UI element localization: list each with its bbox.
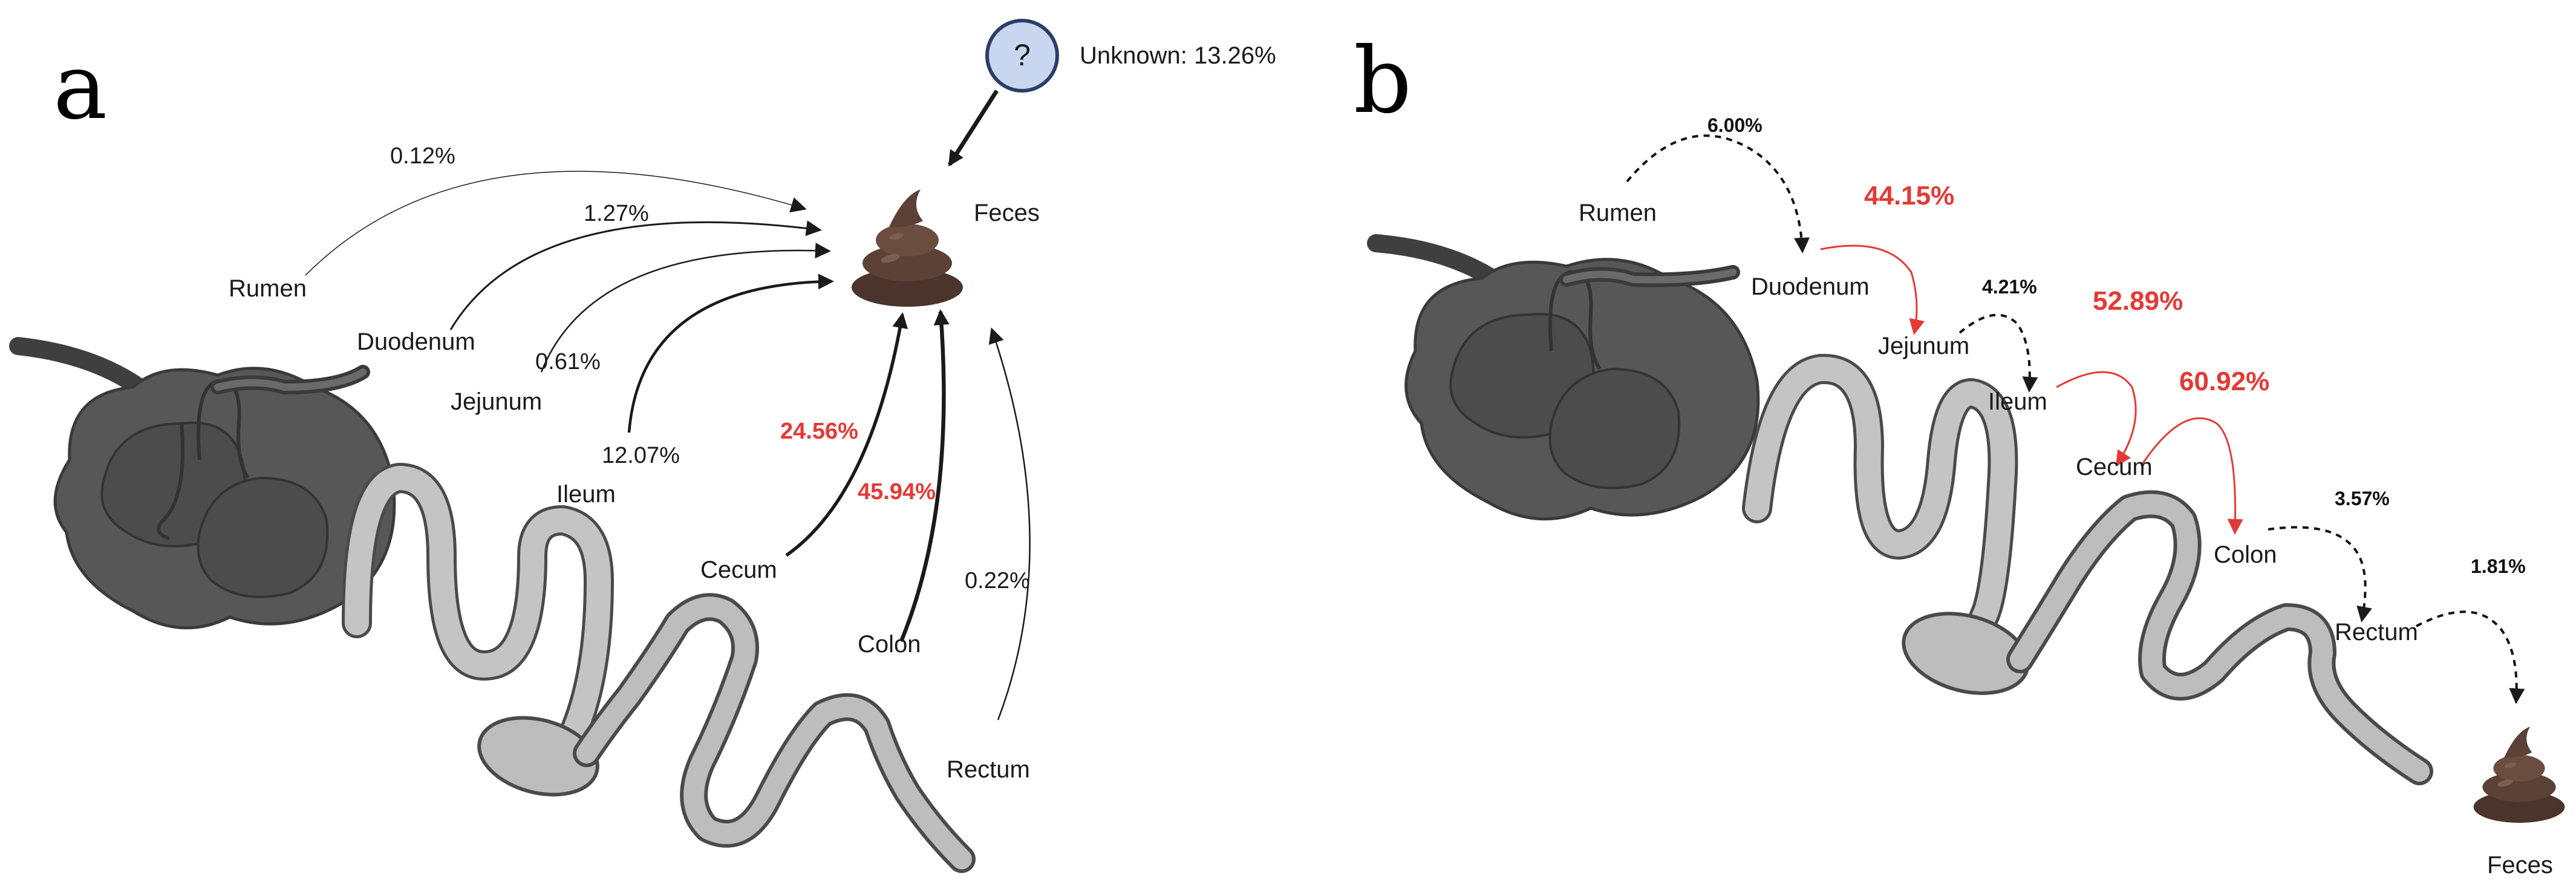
arrow-rectum-feces xyxy=(2416,610,2525,704)
label-rumen-a: Rumen xyxy=(229,275,307,302)
intestine-icon-b xyxy=(1742,353,2433,785)
label-colon-a: Colon xyxy=(858,631,921,658)
label-jejunum-a: Jejunum xyxy=(451,388,542,415)
label-rectum-a: Rectum xyxy=(947,756,1030,783)
pct-duodenum-jejunum: 44.15% xyxy=(1864,181,1954,211)
pct-duodenum-a: 1.27% xyxy=(584,201,649,226)
label-feces-a: Feces xyxy=(974,200,1040,226)
label-jejunum-b: Jejunum xyxy=(1878,333,1969,359)
panel-a: a Feces ? Unk xyxy=(9,19,1276,873)
arrow-rectum-feces xyxy=(988,327,1031,721)
arrow-duodenum-feces xyxy=(449,220,822,330)
rumen-stomach-icon-b xyxy=(1367,234,1760,521)
label-colon-b: Colon xyxy=(2214,541,2277,568)
label-feces-b: Feces xyxy=(2487,852,2553,878)
pct-rectum-feces: 1.81% xyxy=(2471,555,2526,577)
pct-jejunum-a: 0.61% xyxy=(535,349,601,374)
panel-a-letter: a xyxy=(53,34,107,140)
unknown-label: Unknown: 13.26% xyxy=(1080,42,1276,69)
feces-icon xyxy=(852,189,963,307)
pct-rumen-a: 0.12% xyxy=(390,143,455,169)
feces-icon-b xyxy=(2473,726,2565,823)
panel-b-letter: b xyxy=(1354,28,1412,134)
label-cecum-b: Cecum xyxy=(2076,454,2153,480)
arrow-cecum-feces xyxy=(785,312,908,557)
label-rectum-b: Rectum xyxy=(2335,619,2418,646)
label-rumen-b: Rumen xyxy=(1579,200,1657,226)
arrow-cecum-colon xyxy=(2140,417,2243,535)
label-ileum-b: Ileum xyxy=(1988,388,2047,415)
label-ileum-a: Ileum xyxy=(556,481,616,508)
arrow-colon-rectum xyxy=(2268,526,2372,623)
arrow-ileum-feces xyxy=(627,273,834,433)
arrow-jejunum-feces xyxy=(540,243,831,373)
arrow-duodenum-jejunum xyxy=(1820,244,1925,335)
pct-colon-a: 45.94% xyxy=(858,479,936,505)
arrow-jejunum-ileum xyxy=(1958,313,2038,393)
pct-cecum-a: 24.56% xyxy=(780,419,858,444)
pct-ileum-cecum: 52.89% xyxy=(2093,286,2183,316)
label-duodenum-a: Duodenum xyxy=(357,329,475,355)
arrow-ileum-cecum xyxy=(2056,371,2137,467)
panel-b: b Rumen xyxy=(1354,28,2565,878)
unknown-symbol: ? xyxy=(1014,38,1031,72)
pct-rectum-a: 0.22% xyxy=(965,568,1030,594)
intestine-icon xyxy=(342,463,976,873)
pct-colon-rectum: 3.57% xyxy=(2335,488,2390,509)
arrow-colon-feces xyxy=(899,309,950,643)
arrow-rumen-duodenum xyxy=(1626,134,1810,253)
arrow-rumen-feces xyxy=(305,171,807,276)
pct-ileum-a: 12.07% xyxy=(602,443,680,468)
label-duodenum-b: Duodenum xyxy=(1751,273,1870,300)
rumen-stomach-icon xyxy=(9,337,396,630)
pct-cecum-colon: 60.92% xyxy=(2179,367,2269,396)
unknown-question-icon xyxy=(985,19,1059,93)
pct-jejunum-ileum: 4.21% xyxy=(1982,276,2037,298)
unknown-source: ? Unknown: 13.26% xyxy=(948,19,1276,167)
label-cecum-a: Cecum xyxy=(700,557,777,583)
unknown-arrow xyxy=(948,90,999,167)
pct-rumen-duodenum: 6.00% xyxy=(1707,114,1762,136)
